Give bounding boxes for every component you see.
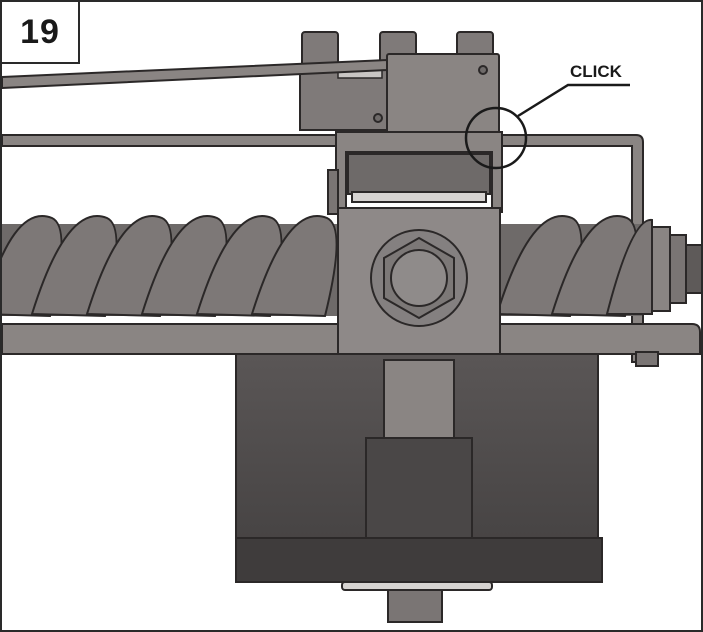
step-number: 19	[20, 12, 60, 51]
click-callout-marker	[464, 83, 630, 170]
bracket	[327, 131, 503, 215]
click-label: CLICK	[570, 62, 622, 81]
spring	[2, 215, 653, 318]
switch-lever	[2, 58, 388, 90]
bottom-fastener	[341, 581, 493, 623]
gearbox	[235, 353, 603, 583]
end-nut	[651, 226, 701, 312]
step-number-badge: 19	[2, 2, 80, 64]
bolt-block	[337, 207, 501, 361]
